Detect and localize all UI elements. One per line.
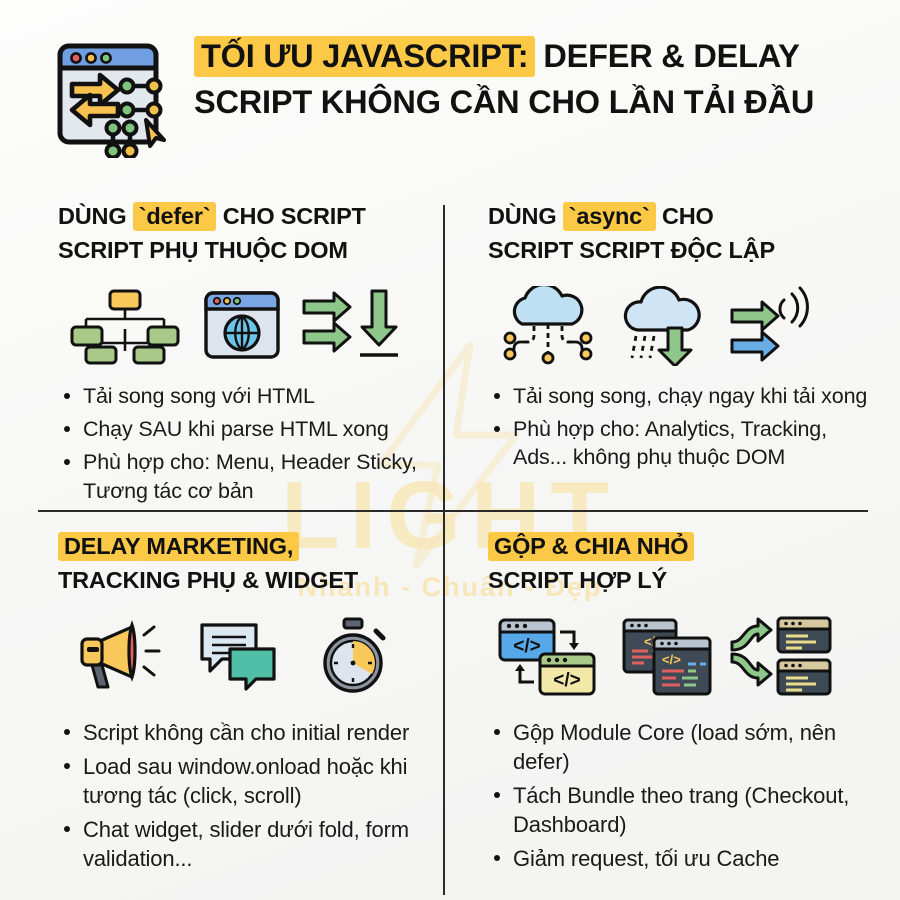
header: TỐI ƯU JAVASCRIPT:DEFER & DELAY SCRIPT K…	[0, 32, 900, 163]
quadrant-bundle-icons: </> </> </>	[488, 614, 868, 698]
q3-head-highlight: DELAY MARKETING,	[58, 532, 300, 561]
q2-head-post: CHO	[655, 203, 714, 229]
arrows-signal-icon	[730, 286, 809, 362]
list-item: Phù hợp cho: Menu, Header Sticky, Tương …	[58, 448, 428, 505]
svg-text:</>: </>	[662, 652, 681, 667]
list-item: Load sau window.onload hoặc khi tương tá…	[58, 752, 433, 810]
horizontal-divider	[38, 510, 868, 512]
quadrant-delay: DELAY MARKETING, TRACKING PHỤ & WIDGET	[58, 530, 433, 878]
page-title-rest: DEFER & DELAY	[543, 38, 800, 74]
page-title-highlight: TỐI ƯU JAVASCRIPT:	[194, 36, 536, 77]
q1-head-post: CHO SCRIPT	[216, 203, 366, 229]
quadrant-async-heading-line2: SCRIPT SCRIPT ĐỘC LẬP	[488, 236, 775, 263]
chat-bubbles-icon	[200, 623, 276, 691]
list-item: Chat widget, slider dưới fold, form vali…	[58, 815, 433, 873]
q2-head-highlight: `async`	[562, 202, 656, 231]
browser-globe-icon	[204, 290, 280, 359]
q2-head-pre: DÙNG	[488, 203, 563, 229]
code-windows-swap-icon: </> </>	[498, 618, 596, 696]
quadrant-delay-heading-line2: TRACKING PHỤ & WIDGET	[58, 566, 358, 593]
svg-text:</>: </>	[513, 636, 540, 657]
quadrant-defer-bullets: Tải song song với HTML Chạy SAU khi pars…	[58, 382, 428, 506]
quadrant-delay-heading: DELAY MARKETING,	[58, 530, 433, 564]
q1-head-pre: DÙNG	[58, 203, 133, 229]
list-item: Tải song song với HTML	[58, 382, 428, 410]
list-item: Tải song song, chạy ngay khi tải xong	[488, 382, 868, 410]
stacked-code-windows-icon: </> </>	[622, 618, 712, 696]
q4-head-highlight: GỘP & CHIA NHỎ	[488, 532, 695, 561]
quadrant-defer-icons	[58, 284, 428, 368]
megaphone-icon	[80, 619, 161, 689]
list-item: Script không cần cho initial render	[58, 718, 433, 747]
quadrant-async: DÙNG `async` CHO SCRIPT SCRIPT ĐỘC LẬP	[488, 200, 868, 477]
vertical-divider	[443, 205, 445, 895]
quadrant-grid: DÙNG `defer` CHO SCRIPT SCRIPT PHỤ THUỘC…	[0, 180, 900, 900]
quadrant-async-icons	[488, 284, 868, 368]
dom-tree-icon	[70, 289, 180, 365]
list-item: Phù hợp cho: Analytics, Tracking, Ads...…	[488, 415, 868, 472]
quadrant-bundle-heading: GỘP & CHIA NHỎ	[488, 530, 868, 564]
quadrant-bundle-heading-line2: SCRIPT HỢP LÝ	[488, 566, 667, 593]
list-item: Giảm request, tối ưu Cache	[488, 844, 868, 873]
arrows-right-down-icon	[302, 289, 398, 357]
list-item: Tách Bundle theo trang (Checkout, Dashbo…	[488, 781, 868, 839]
page-title-line2: SCRIPT KHÔNG CẦN CHO LẦN TẢI ĐẦU	[194, 83, 815, 120]
q1-head-highlight: `defer`	[132, 202, 217, 231]
quadrant-defer: DÙNG `defer` CHO SCRIPT SCRIPT PHỤ THUỘC…	[58, 200, 428, 510]
list-item: Gộp Module Core (load sớm, nên defer)	[488, 718, 868, 776]
list-item: Chạy SAU khi parse HTML xong	[58, 415, 428, 443]
page-title-line1: TỐI ƯU JAVASCRIPT:DEFER & DELAY	[194, 36, 814, 78]
split-arrows-windows-icon	[730, 616, 832, 696]
quadrant-bundle: GỘP & CHIA NHỎ SCRIPT HỢP LÝ </> </>	[488, 530, 868, 878]
quadrant-defer-heading-line2: SCRIPT PHỤ THUỘC DOM	[58, 236, 348, 263]
quadrant-delay-bullets: Script không cần cho initial render Load…	[58, 718, 433, 873]
quadrant-async-heading: DÙNG `async` CHO	[488, 200, 868, 234]
svg-text:</>: </>	[553, 670, 580, 691]
browser-window-arrows-icon	[50, 38, 178, 163]
quadrant-delay-icons	[58, 614, 433, 698]
cloud-download-rain-icon	[623, 285, 701, 366]
cloud-network-icon	[503, 285, 593, 365]
quadrant-bundle-bullets: Gộp Module Core (load sớm, nên defer) Tá…	[488, 718, 868, 873]
quadrant-defer-heading: DÙNG `defer` CHO SCRIPT	[58, 200, 428, 234]
quadrant-async-bullets: Tải song song, chạy ngay khi tải xong Ph…	[488, 382, 868, 472]
stopwatch-icon	[323, 617, 386, 693]
